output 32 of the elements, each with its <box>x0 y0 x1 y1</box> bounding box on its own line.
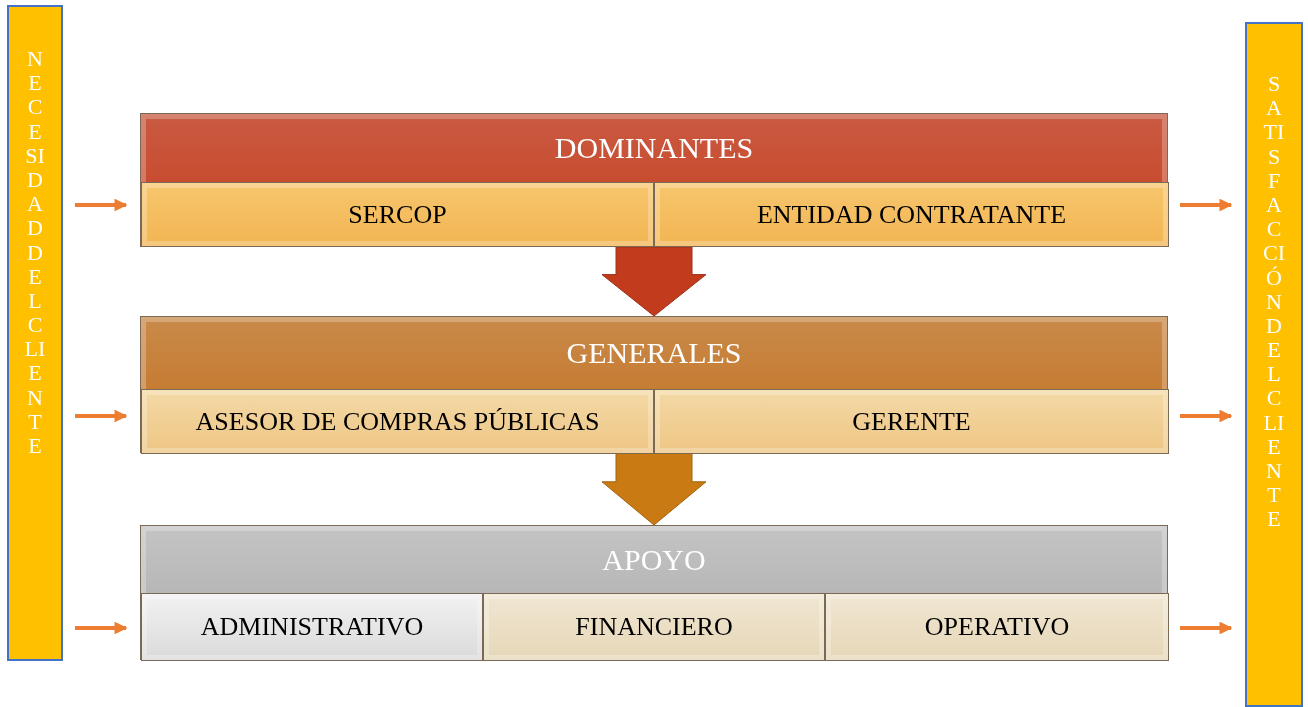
vertical-label: NECESIDAD DEL CLIENTE <box>24 47 46 459</box>
role-box <box>825 593 1169 661</box>
role-box <box>141 182 654 247</box>
role-label: ADMINISTRATIVO <box>199 611 425 643</box>
category-band <box>140 316 1168 453</box>
arrow <box>1180 621 1233 635</box>
arrow <box>75 621 128 635</box>
role-label: ENTIDAD CONTRATANTE <box>755 198 1068 231</box>
role-box <box>654 182 1169 247</box>
role-box <box>141 593 483 661</box>
band-title: DOMINANTES <box>553 130 755 166</box>
side-column <box>1245 22 1303 707</box>
role-box <box>654 389 1169 454</box>
arrow <box>1180 409 1233 423</box>
role-label: OPERATIVO <box>923 611 1071 643</box>
band-title: APOYO <box>601 541 707 578</box>
role-label: GERENTE <box>851 405 972 438</box>
block-arrow <box>601 246 707 317</box>
arrow <box>75 409 128 423</box>
vertical-label: SATISFACCIÓN DEL CLIENTE <box>1263 72 1285 532</box>
side-column <box>7 5 63 661</box>
role-box <box>141 389 654 454</box>
category-band <box>140 525 1168 660</box>
role-box <box>483 593 825 661</box>
role-label: SERCOP <box>347 198 448 231</box>
category-band <box>140 113 1168 247</box>
arrow <box>75 198 128 212</box>
arrow <box>1180 198 1233 212</box>
role-label: FINANCIERO <box>574 611 734 643</box>
block-arrow <box>601 452 707 526</box>
band-title: GENERALES <box>565 335 743 371</box>
role-label: ASESOR DE COMPRAS PÚBLICAS <box>194 405 601 438</box>
